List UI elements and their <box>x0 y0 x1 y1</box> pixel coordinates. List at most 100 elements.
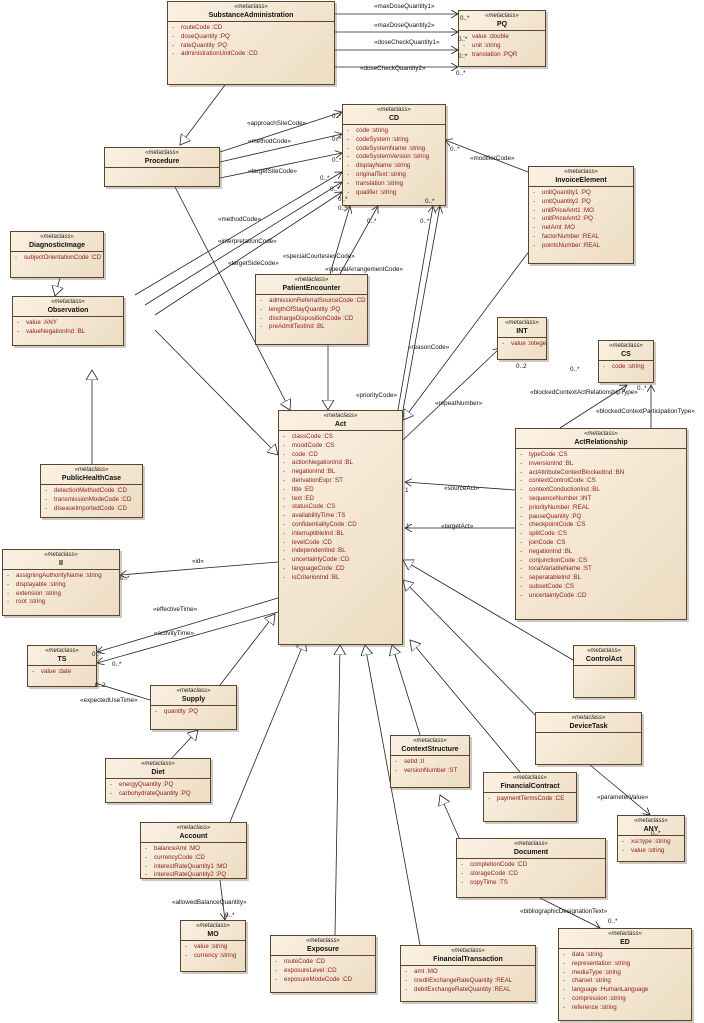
class-act: «metaclass»ActclassCode :CSmoodCode :CSc… <box>278 410 403 645</box>
class-header: «metaclass» DiagnosticImage <box>11 232 103 252</box>
attribute: code :string <box>603 363 653 372</box>
multiplicity-label: 0..* <box>338 205 348 212</box>
multiplicity-label: 0..* <box>332 136 342 143</box>
multiplicity-label: 0..* <box>570 366 580 373</box>
class-name: CD <box>388 115 400 122</box>
attribute: sequenceNumber :INT <box>520 495 686 504</box>
class-header: «metaclass»InvoiceElement <box>529 167 633 187</box>
attribute: text :ED <box>283 495 402 504</box>
class-header: «metaclass»MO <box>181 921 245 941</box>
class-name: DiagnosticImage <box>28 242 85 249</box>
class-stereotype: «metaclass» <box>505 320 539 326</box>
class-procedure: «metaclass»Procedure <box>104 147 220 187</box>
attribute: translation :string <box>347 180 445 189</box>
attribute: exposureLevel :CD <box>275 967 375 976</box>
attribute: title :ED <box>283 486 402 495</box>
attribute: copyTime :TS <box>461 879 605 888</box>
association-label: «targetSideCode» <box>228 260 279 267</box>
association-label: «approachSiteCode» <box>247 120 307 127</box>
class-header: «metaclass»ANY <box>618 816 684 836</box>
class-stereotype: «metaclass» <box>584 431 618 437</box>
attribute: contextConductionInd :BL <box>520 486 686 495</box>
attribute: value :string <box>185 943 245 952</box>
attribute-list <box>536 733 641 735</box>
class-name: DeviceTask <box>569 723 608 730</box>
class-cd: «metaclass»CDcode :stringcodeSystem :str… <box>342 104 446 206</box>
attribute-list: detectionMethodCode :CDtransmissionModeC… <box>41 485 142 513</box>
multiplicity-label: 0..* <box>332 157 342 164</box>
attribute-list: routeCode :CDexposureLevel :CDexposureMo… <box>271 956 375 984</box>
class-devicetask: «metaclass» DeviceTask <box>535 712 642 765</box>
attribute: routeCode :CD <box>172 24 334 33</box>
attribute: rateQuantity :PQ <box>172 42 334 51</box>
class-stereotype: «metaclass» <box>513 775 547 781</box>
class-financialtransaction: «metaclass»FinancialTransactionamt :MOcr… <box>400 945 536 1002</box>
attribute-list <box>574 666 634 668</box>
class-financialcontract: «metaclass» FinancialContract paymentTerms… <box>483 772 577 822</box>
attribute: value :integer <box>502 340 546 349</box>
association-label: «doseCheckQuantity2» <box>360 65 426 72</box>
attribute: actAttributeContextBlockedInd :BN <box>520 469 686 478</box>
class-name: II <box>59 560 63 567</box>
association-label: «maxDoseQuantity1» <box>374 3 435 10</box>
attribute: interruptibleInd :BL <box>283 530 402 539</box>
attribute: value :ANY <box>17 319 123 328</box>
attribute-list: code :stringcodeSystem :stringcodeSystem… <box>343 125 445 197</box>
class-substanceadministration: «metaclass»SubstanceAdministrationrouteC… <box>167 1 335 85</box>
association-label: «blockedContextParticipationType» <box>596 408 695 415</box>
attribute: originalText :string <box>347 171 445 180</box>
association-label: «repeatNumber» <box>435 400 483 407</box>
attribute-list: quantity :PQ <box>151 706 236 717</box>
class-stereotype: «metaclass» <box>571 715 606 721</box>
class-stereotype: «metaclass» <box>608 931 642 937</box>
attribute-list: value :stringcurrency :string <box>181 941 245 961</box>
class-stereotype: «metaclass» <box>176 688 211 694</box>
class-name: PQ <box>496 21 508 28</box>
attribute-list: subjectOrientationCode :CD <box>11 252 103 263</box>
attribute: derivationExpr :ST <box>283 477 402 486</box>
multiplicity-label: 0..* <box>367 218 377 225</box>
attribute: localVariableName :ST <box>520 565 686 574</box>
attribute-list <box>105 168 219 170</box>
attribute: actionNegationInd :BL <box>283 459 402 468</box>
attribute: pointsNumber :REAL <box>533 242 633 251</box>
class-name: CS <box>621 351 631 358</box>
attribute: statusCode :CS <box>283 503 402 512</box>
class-stereotype: «metaclass» <box>74 467 109 473</box>
class-stereotype: «metaclass» <box>306 938 340 944</box>
attribute: extension :string <box>7 590 119 599</box>
class-pq: «metaclass»PQvalue :doubleunit :stringtr… <box>458 10 546 67</box>
attribute: subsetCode :CS <box>520 583 686 592</box>
class-name: FinancialContract <box>500 783 560 790</box>
attribute: completionCode :CD <box>461 861 605 870</box>
association-label: «id» <box>192 558 204 565</box>
attribute: uncertaintyCode :CD <box>520 592 686 601</box>
attribute: compression :string <box>563 995 691 1004</box>
attribute: charset :string <box>563 977 691 986</box>
attribute: unit :string <box>463 42 545 51</box>
class-header: «metaclass»ControlAct <box>574 646 634 666</box>
class-stereotype: «metaclass» <box>40 234 74 240</box>
association-label: «specialCourtesiesCode» <box>283 253 355 260</box>
multiplicity-label: 0..* <box>338 196 348 203</box>
class-name: Supply <box>181 696 206 703</box>
attribute-list: assigningAuthorityName :stringdisplayabl… <box>3 570 119 607</box>
class-stereotype: «metaclass» <box>234 4 268 10</box>
class-stereotype: «metaclass» <box>196 923 230 929</box>
class-name: InvoiceElement <box>555 177 607 184</box>
attribute: code :string <box>347 127 445 136</box>
attribute: quantity :PQ <box>155 708 236 717</box>
class-name: ActRelationship <box>574 439 628 446</box>
association-label: «sourceAct» <box>444 485 480 492</box>
attribute: unitQuantity1 :PQ <box>533 189 633 198</box>
attribute: contextControlCode :CS <box>520 477 686 486</box>
multiplicity-label: 0..* <box>225 912 235 919</box>
multiplicity-label: 0..* <box>637 385 647 392</box>
class-mo: «metaclass»MOvalue :stringcurrency :stri… <box>180 920 246 972</box>
attribute: setId :II <box>395 758 469 767</box>
attribute-list: paymentTermsCode :CE <box>484 793 576 804</box>
attribute: interestRateQuantity2 :PQ <box>145 871 246 878</box>
class-name: ControlAct <box>585 656 623 663</box>
class-invoiceelement: «metaclass»InvoiceElement unitQuantity1 :… <box>528 166 634 264</box>
association-label: «reasonCode» <box>408 344 450 351</box>
